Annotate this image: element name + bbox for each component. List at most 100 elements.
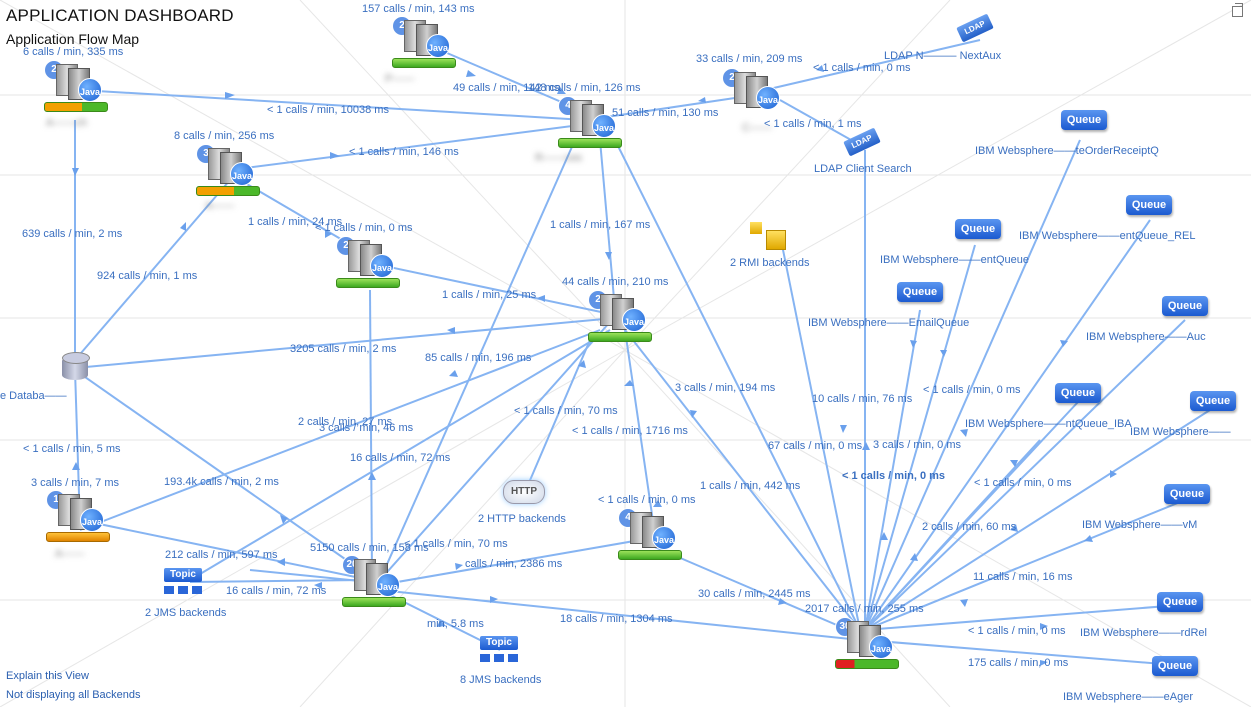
queue-icon[interactable]: Queue (955, 219, 1001, 239)
not-displaying-backends-link[interactable]: Not displaying all Backends (6, 689, 141, 701)
edge-label: 8 calls / min, 256 ms (174, 130, 275, 142)
java-icon: Java (376, 573, 400, 597)
edge-label: 6 calls / min, 335 ms (23, 46, 124, 58)
tier-node-left[interactable]: 2 Java (44, 60, 108, 120)
queue-icon[interactable]: Queue (1190, 391, 1236, 411)
health-bar (342, 597, 406, 607)
tier-node-3[interactable]: 3 Java (196, 144, 260, 204)
tier-node-1[interactable]: 1 Java (46, 490, 110, 550)
queue-icon[interactable]: Queue (1162, 296, 1208, 316)
maximize-icon[interactable] (1232, 3, 1243, 17)
ldap-name-label: LDAP N——— NextAux (884, 50, 1002, 62)
java-icon: Java (426, 34, 450, 58)
edge-label: 30 calls / min, 2445 ms (698, 588, 811, 600)
edge-label: 67 calls / min, 0 ms (768, 440, 863, 452)
edge-label: < 1 calls / min, 0 ms (974, 477, 1072, 489)
edge-label: 2017 calls / min, 255 ms (805, 603, 924, 615)
edge-label: 3205 calls / min, 2 ms (290, 343, 397, 355)
node-label: A—— (55, 548, 85, 560)
health-bar (558, 138, 622, 148)
health-bar (618, 550, 682, 560)
edge-label: 16 calls / min, 72 ms (350, 452, 451, 464)
tier-node-right[interactable]: 2 Java (722, 68, 786, 128)
health-bar (392, 58, 456, 68)
edge-label: < 1 calls / min, 0 ms (315, 222, 413, 234)
ldap-client-label: LDAP Client Search (814, 163, 912, 175)
health-bar (588, 332, 652, 342)
edge-label: 175 calls / min, 0 ms (968, 657, 1069, 669)
edge-label: 1 calls / min, 24 ms (248, 216, 343, 228)
tier-node-2a[interactable]: 2 Java (336, 236, 400, 296)
tier-node-2b[interactable]: 2 Java (588, 290, 652, 350)
jms-topic-icon[interactable]: Topic (164, 568, 204, 596)
http-backend-icon[interactable]: HTTP (503, 480, 545, 504)
edge-label: 85 calls / min, 196 ms (425, 352, 532, 364)
edge-label: 3 calls / min, 46 ms (319, 422, 414, 434)
edge-label: < 1 calls / min, 1716 ms (572, 425, 688, 437)
edge-label: < 1 calls / min, 70 ms (404, 538, 508, 550)
explain-view-link[interactable]: Explain this View (6, 670, 89, 682)
edge-label: < 1 calls / min, 5 ms (23, 443, 121, 455)
edge-label: 16 calls / min, 72 ms (226, 585, 327, 597)
edge-label: < 1 calls / min, 146 ms (349, 146, 459, 158)
java-icon: Java (78, 78, 102, 102)
edge-label: 11 calls / min, 16 ms (973, 571, 1073, 583)
jms-backend-label: 8 JMS backends (460, 674, 542, 686)
edge-label: 639 calls / min, 2 ms (22, 228, 123, 240)
edge-label: 5150 calls / min, 158 ms (310, 542, 429, 554)
edge-label: < 1 calls / min, 0 ms (968, 625, 1066, 637)
java-icon: Java (230, 162, 254, 186)
rmi-backend-label: 2 RMI backends (730, 257, 810, 269)
edge-label: < 1 calls / min, 1 ms (764, 118, 862, 130)
queue-icon[interactable]: Queue (1126, 195, 1172, 215)
queue-icon[interactable]: Queue (1061, 110, 1107, 130)
java-icon: Java (652, 526, 676, 550)
java-icon: Java (756, 86, 780, 110)
edge-label: 10 calls / min, 76 ms (812, 393, 913, 405)
queue-icon[interactable]: Queue (1152, 656, 1198, 676)
edge-label: 157 calls / min, 143 ms (362, 3, 475, 15)
database-icon[interactable] (62, 352, 90, 382)
queue-icon[interactable]: Queue (1157, 592, 1203, 612)
edge-label: < 1 calls / min, 70 ms (514, 405, 618, 417)
java-icon: Java (622, 308, 646, 332)
queue-label: IBM Websphere—— (1130, 426, 1231, 438)
view-subtitle: Application Flow Map (6, 31, 140, 47)
edge-label: 3 calls / min, 194 ms (675, 382, 776, 394)
queue-label: IBM Websphere——EmailQueue (808, 317, 970, 329)
health-bar (44, 102, 108, 112)
health-bar (196, 186, 260, 196)
health-bar (336, 278, 400, 288)
edge-label: 1 calls / min, 442 ms (700, 480, 801, 492)
tier-node-4[interactable]: 4 Java (618, 508, 682, 568)
edge-label: 2 calls / min, 60 ms (922, 521, 1017, 533)
queue-label: IBM Websphere——teOrderReceiptQ (975, 145, 1159, 157)
jms-backend-label: 2 JMS backends (145, 607, 227, 619)
tier-node-30[interactable]: 30 Java (835, 617, 899, 677)
tier-node-mid[interactable]: 4 Java (558, 96, 622, 156)
tier-node-top[interactable]: 2 Java (392, 16, 456, 76)
java-icon: Java (80, 508, 104, 532)
queue-icon[interactable]: Queue (1055, 383, 1101, 403)
rmi-backend-icon[interactable] (750, 222, 786, 250)
edge-label: 1 calls / min, 167 ms (550, 219, 651, 231)
http-backend-label: 2 HTTP backends (478, 513, 566, 525)
edge-label: 18 calls / min, 1304 ms (560, 613, 673, 625)
edge-label: calls / min, 2386 ms (465, 558, 563, 570)
queue-label: IBM Websphere——ntQueue_IBA (965, 418, 1132, 430)
tier-node-20[interactable]: 20 Java (342, 555, 406, 615)
queue-icon[interactable]: Queue (1164, 484, 1210, 504)
jms-topic-icon[interactable]: Topic (480, 636, 520, 664)
edge-label: 1 calls / min, 25 ms (442, 289, 537, 301)
dashboard-title: APPLICATION DASHBOARD (6, 6, 234, 25)
edge-label: 2 calls / min, 27 ms (298, 416, 393, 428)
node-label: A—— (205, 200, 235, 212)
health-bar (835, 659, 899, 669)
queue-label: IBM Websphere——vM (1082, 519, 1198, 531)
queue-label: IBM Websphere——eAger (1063, 691, 1194, 703)
java-icon: Java (592, 114, 616, 138)
queue-icon[interactable]: Queue (897, 282, 943, 302)
edge-label: 49 calls / min, 142 ms (453, 82, 560, 94)
